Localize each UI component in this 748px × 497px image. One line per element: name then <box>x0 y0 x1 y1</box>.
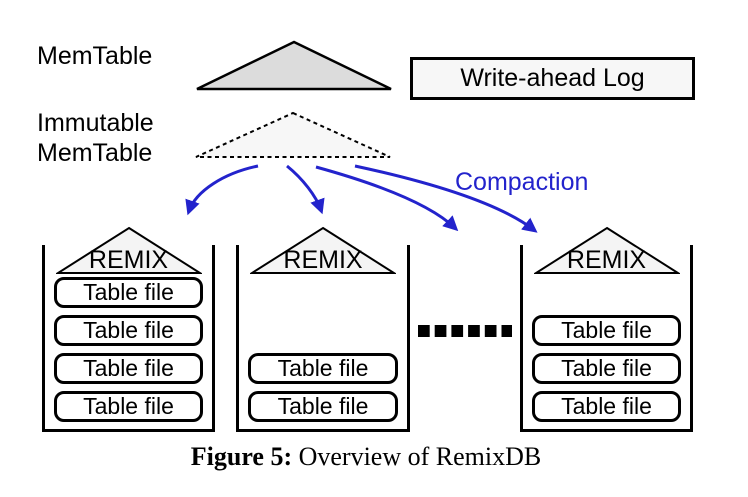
immutable-label-line1: Immutable <box>37 109 154 137</box>
remix-label: REMIX <box>88 246 169 274</box>
figure-caption-text: Overview of RemixDB <box>292 442 542 471</box>
remix-label: REMIX <box>283 246 363 274</box>
remix-label: REMIX <box>566 246 647 274</box>
memtable-triangle <box>196 40 392 91</box>
table-file-box: Table file <box>54 315 203 346</box>
remix-triangle <box>533 226 680 274</box>
compaction-arrow-2 <box>286 164 325 215</box>
table-file-box: Table file <box>532 315 681 346</box>
table-file-box: Table file <box>248 353 398 384</box>
memtable-label: MemTable <box>37 42 153 70</box>
table-file-box: Table file <box>54 391 203 422</box>
compaction-arrow-3 <box>315 165 459 232</box>
figure-caption-number: Figure 5: <box>190 442 293 471</box>
table-file-box: Table file <box>532 353 681 384</box>
write-ahead-log-label: Write-ahead Log <box>460 64 645 92</box>
figure-caption: Figure 5: Overview of RemixDB <box>0 442 732 472</box>
table-file-box: Table file <box>54 353 203 384</box>
compaction-arrow-1 <box>185 164 259 216</box>
immutable-label-line2: MemTable <box>37 139 153 167</box>
remix-triangle <box>55 226 202 274</box>
table-file-box: Table file <box>532 391 681 422</box>
immutable-memtable-label: Immutable MemTable <box>37 108 154 168</box>
compaction-label: Compaction <box>455 168 589 196</box>
remix-triangle <box>250 226 396 274</box>
table-file-box: Table file <box>54 277 203 308</box>
table-file-box: Table file <box>248 391 398 422</box>
immutable-memtable-triangle <box>195 111 391 158</box>
write-ahead-log-box: Write-ahead Log <box>410 57 695 100</box>
